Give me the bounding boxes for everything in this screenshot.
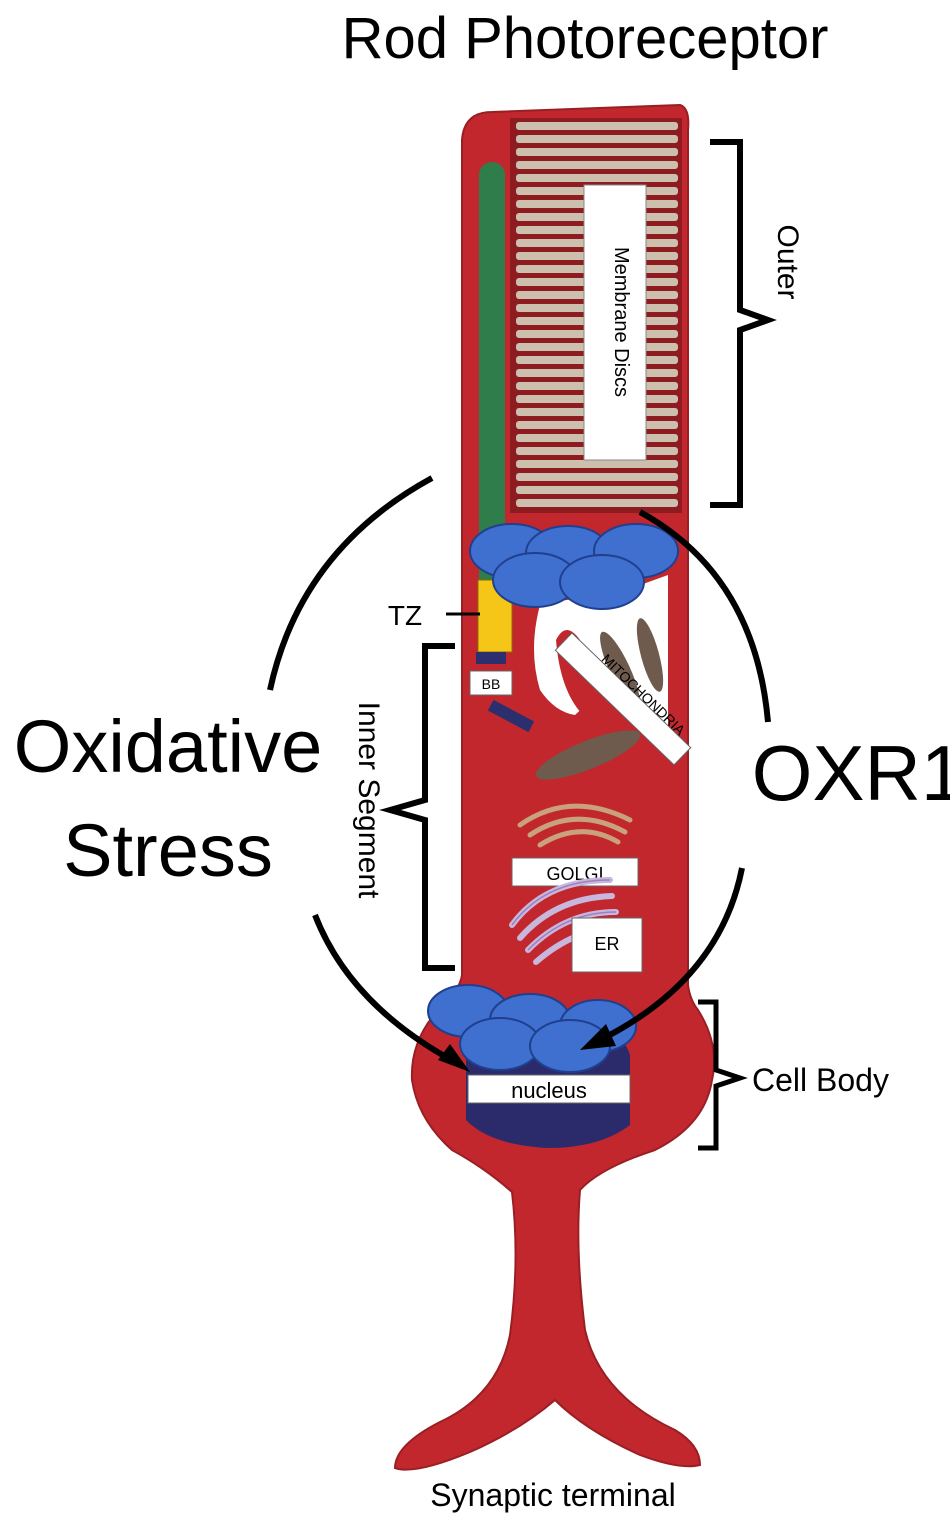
nucleus-label-box (467, 1074, 631, 1104)
er-outline (511, 879, 617, 951)
bb-label: BB (482, 676, 501, 692)
vesicle-cluster-lower (427, 984, 637, 1073)
inner-segment-brace (379, 643, 455, 971)
basal-body-rod (487, 699, 535, 733)
oxidative-stress-label-line1: Oxidative (14, 705, 322, 788)
outer-segment-label: Outer (771, 224, 804, 299)
mitochondrion-3 (535, 730, 641, 780)
outer-segment-brace (710, 139, 777, 508)
oxr1-arrowhead (580, 1024, 616, 1050)
diagram-title: Rod Photoreceptor (342, 6, 829, 71)
membrane-discs-label-box (583, 184, 647, 461)
membrane-disc (516, 148, 678, 156)
inner-segment-label: Inner Segment (352, 702, 385, 899)
oxr1-arc-lower (598, 867, 745, 1043)
oxidative-stress-arrowhead (438, 1044, 470, 1072)
membrane-disc (516, 122, 678, 130)
membrane-disc (516, 460, 678, 468)
membrane-disc (516, 486, 678, 494)
oxidative-stress-arc-upper (267, 475, 434, 691)
cell-body-brace (698, 999, 748, 1151)
connecting-cilium (479, 162, 505, 602)
membrane-discs-label: Membrane Discs (610, 247, 632, 397)
basal-body-top (476, 652, 506, 664)
membrane-disc (516, 499, 678, 507)
membrane-disc (516, 473, 678, 481)
oxidative-stress-arc-lower (312, 913, 457, 1065)
er-label-box (571, 917, 643, 973)
oxr1-arc-upper (638, 509, 771, 723)
membrane-disc (516, 135, 678, 143)
bb-label-box (469, 670, 513, 696)
mitochondrion-2 (636, 618, 664, 692)
tz-label: TZ (388, 600, 422, 631)
membrane-disc (516, 161, 678, 169)
cell-body-label: Cell Body (752, 1062, 889, 1098)
oxidative-stress-label-line2: Stress (63, 809, 273, 892)
synaptic-terminal-label: Synaptic terminal (430, 1477, 675, 1513)
vesicle-cluster-upper (469, 523, 679, 610)
membrane-disc (516, 174, 678, 182)
oxr1-label: OXR1 (752, 729, 950, 817)
er-label: ER (594, 934, 619, 954)
mitochondria-label-box (554, 632, 692, 766)
nucleus-label: nucleus (511, 1078, 587, 1103)
golgi-apparatus (517, 803, 633, 848)
